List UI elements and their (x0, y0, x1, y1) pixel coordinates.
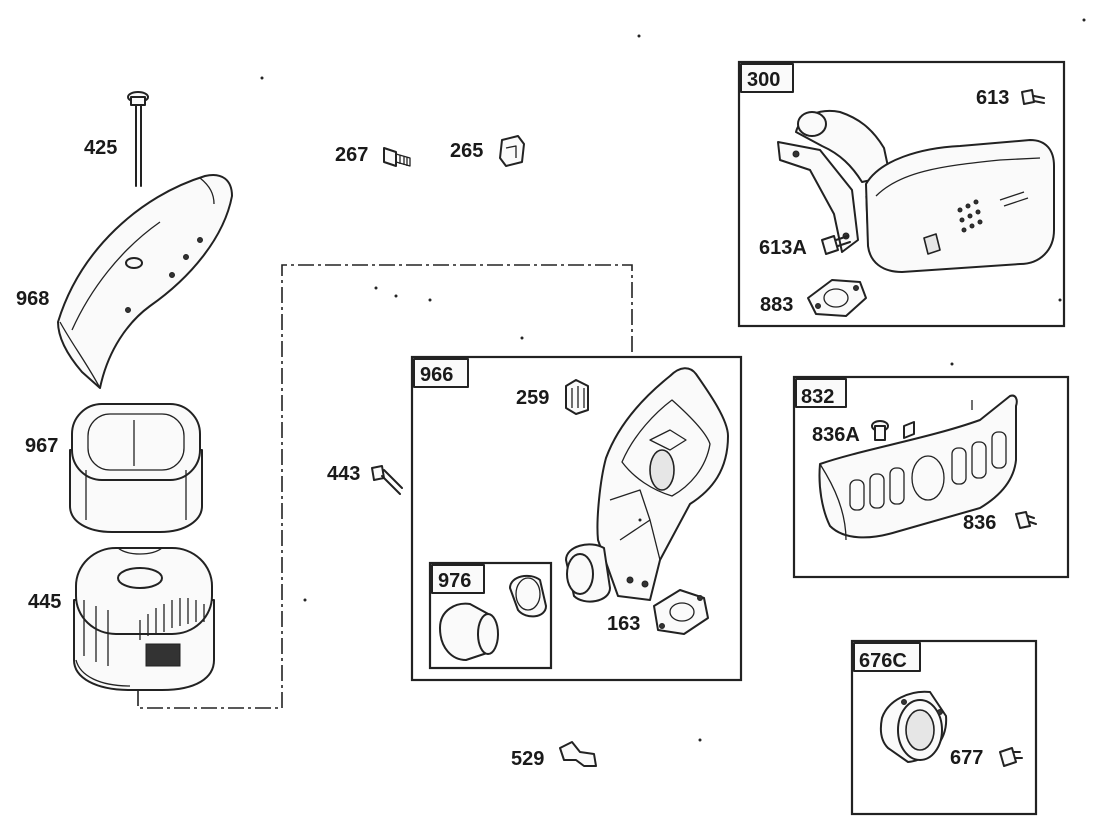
part-966-intake-elbow (565, 367, 729, 603)
part-300-muffler (777, 110, 1055, 273)
label-967: 967 (25, 435, 58, 457)
label-677: 677 (950, 747, 983, 769)
label-529: 529 (511, 748, 544, 770)
label-613a: 613A (759, 237, 807, 259)
label-445: 445 (28, 591, 61, 613)
label-836: 836 (963, 512, 996, 534)
part-443-bolt (371, 465, 403, 495)
part-163-gasket (653, 589, 709, 635)
part-976-kit (439, 574, 547, 661)
part-613a-screw (821, 235, 851, 255)
label-968: 968 (16, 288, 49, 310)
group-676c-box (850, 639, 1038, 816)
part-445-filter (73, 547, 215, 691)
group-label-676c: 676C (859, 650, 907, 672)
part-967-precleaner (69, 403, 203, 533)
label-425: 425 (84, 137, 117, 159)
part-676c-arrestor (879, 690, 948, 763)
label-267: 267 (335, 144, 368, 166)
part-836a-screw (871, 420, 889, 441)
group-966-box (410, 355, 743, 682)
part-836-screw (1015, 511, 1037, 529)
scan-specks (260, 18, 1086, 742)
part-425-bolt (127, 91, 149, 187)
group-label-976: 976 (438, 570, 471, 592)
part-529-bracket (559, 741, 597, 767)
part-259-clip (565, 379, 589, 415)
group-976-box (428, 561, 553, 670)
part-267-screw (383, 147, 411, 167)
group-label-300: 300 (747, 69, 780, 91)
label-883: 883 (760, 294, 793, 316)
part-968-cover (57, 174, 233, 389)
label-836a: 836A (812, 424, 860, 446)
part-883-gasket (807, 279, 867, 317)
label-265: 265 (450, 140, 483, 162)
part-677-screw (999, 747, 1023, 767)
label-259: 259 (516, 387, 549, 409)
group-832-box (792, 375, 1070, 579)
part-613-screw (1021, 89, 1045, 105)
label-443: 443 (327, 463, 360, 485)
connection-line (137, 264, 633, 709)
part-265-clip (499, 135, 525, 167)
group-label-966: 966 (420, 364, 453, 386)
label-613: 613 (976, 87, 1009, 109)
group-label-832: 832 (801, 386, 834, 408)
group-300-box (737, 60, 1066, 328)
part-832-heat-shield (818, 394, 1018, 541)
label-163: 163 (607, 613, 640, 635)
